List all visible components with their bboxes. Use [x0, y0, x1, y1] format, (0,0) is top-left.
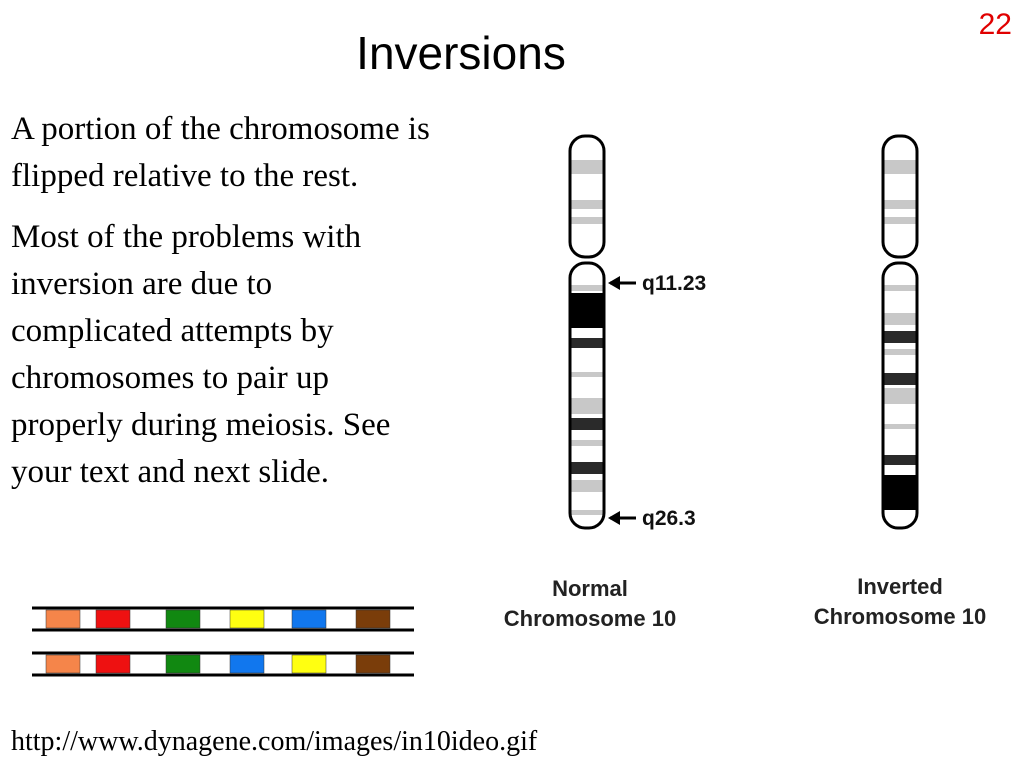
inverted-gene-block-3 — [165, 654, 201, 674]
normal-gene-order — [32, 606, 414, 632]
normal-gene-block-5 — [291, 609, 327, 629]
normal-label-line1: Normal — [552, 576, 628, 601]
normal-gene-block-2 — [95, 609, 131, 629]
inverted-gene-block-2 — [95, 654, 131, 674]
arrow-q26-3 — [608, 511, 636, 525]
gene-order-diagram — [32, 606, 414, 677]
inverted-label-line1: Inverted — [857, 574, 943, 599]
paragraph-definition: A portion of the chromosome is flipped r… — [11, 111, 430, 194]
normal-gene-block-3 — [165, 609, 201, 629]
normal-label-line2: Chromosome 10 — [504, 606, 676, 631]
inverted-gene-block-5 — [291, 654, 327, 674]
inverted-label-line2: Chromosome 10 — [814, 604, 986, 629]
inverted-chromosome: Inverted Chromosome 10 — [814, 134, 986, 629]
normal-gene-block-6 — [355, 609, 391, 629]
band-label-q26-3: q26.3 — [642, 507, 696, 530]
chromosome-figure: q11.23 q26.3 Normal Chromosome 10 — [504, 134, 986, 631]
normal-gene-block-4 — [229, 609, 265, 629]
inverted-gene-block-6 — [355, 654, 391, 674]
body-text: A portion of the chromosome is flipped r… — [11, 106, 441, 510]
normal-q-arm — [568, 261, 606, 530]
inverted-q-arm — [881, 261, 919, 530]
normal-chromosome: q11.23 q26.3 Normal Chromosome 10 — [504, 134, 706, 631]
arrow-q11-23 — [608, 276, 636, 290]
inverted-gene-order — [32, 651, 414, 677]
inverted-gene-block-1 — [45, 654, 81, 674]
source-url: http://www.dynagene.com/images/in10ideo.… — [11, 726, 538, 757]
inverted-p-arm — [881, 134, 919, 259]
normal-gene-block-1 — [45, 609, 81, 629]
slide-number: 22 — [978, 8, 1012, 41]
paragraph-problems: Most of the problems with inversion are … — [11, 219, 391, 490]
inverted-gene-block-4 — [229, 654, 265, 674]
normal-p-arm — [568, 134, 606, 259]
band-label-q11-23: q11.23 — [642, 272, 706, 295]
slide-title: Inversions — [356, 27, 566, 79]
